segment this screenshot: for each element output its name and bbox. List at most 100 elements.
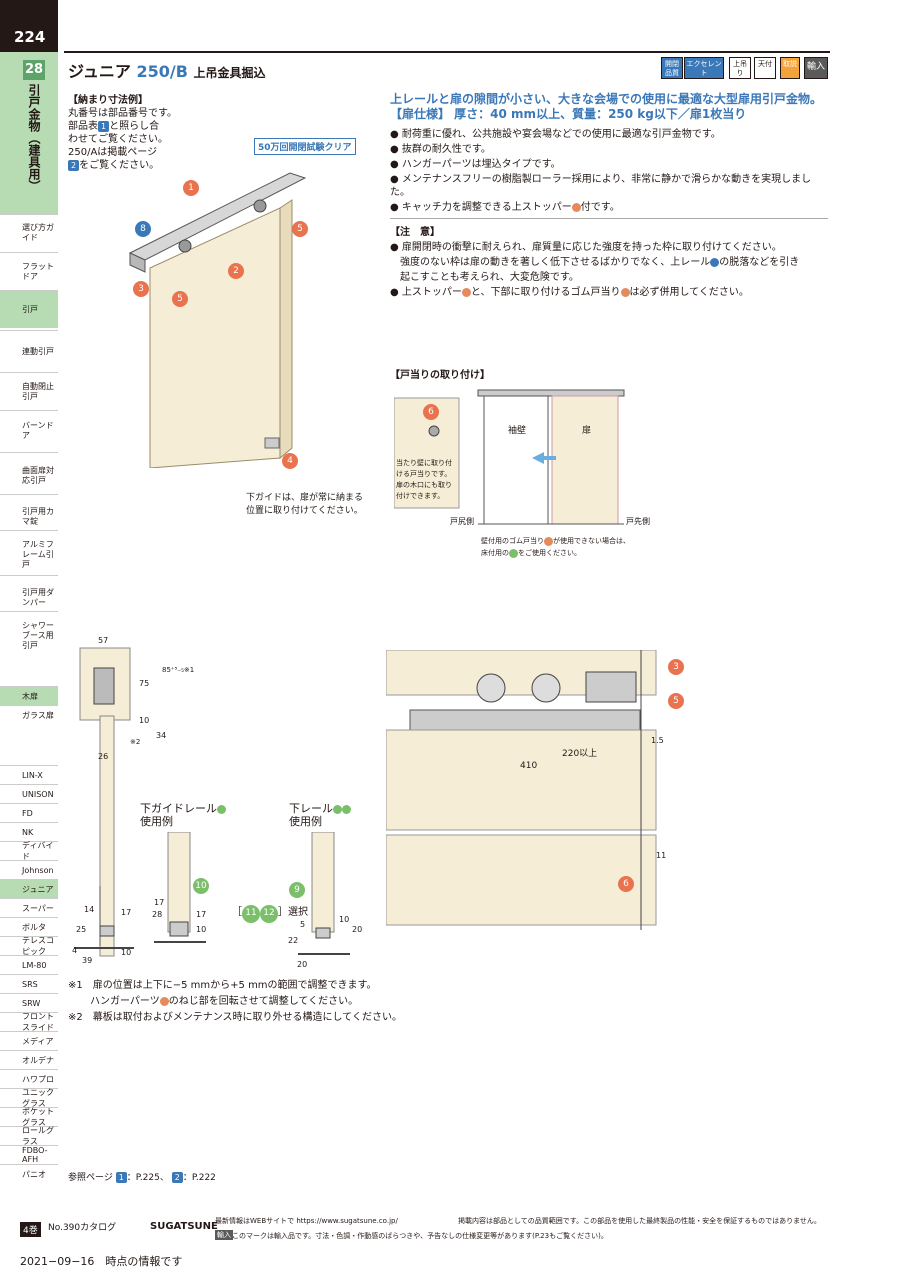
nav-top-10[interactable]: シャワーブース用引戸 bbox=[0, 611, 58, 659]
nav-series-2[interactable]: FD bbox=[0, 803, 58, 822]
lead-side-label: 戸先側 bbox=[626, 517, 650, 526]
feature-list: ● 耐荷重に優れ、公共施設や宴会場などでの使用に最適な引戸金物です。 ● 抜群の… bbox=[390, 129, 812, 213]
nav-top-4[interactable]: 自動閉止引戸 bbox=[0, 372, 58, 410]
footer-web[interactable]: 最新情報はWEBサイトで https://www.sugatsune.co.jp… bbox=[215, 1217, 398, 1225]
test-badge: 50万回開閉試験クリア bbox=[254, 138, 356, 155]
reference-pages: 参照ページ 1：P.225、 2：P.222 bbox=[68, 1172, 216, 1183]
nav-series-0[interactable]: LIN-X bbox=[0, 765, 58, 784]
nav-top-5[interactable]: バーンドア bbox=[0, 410, 58, 450]
nav-top-6[interactable]: 曲面扉対応引戸 bbox=[0, 452, 58, 498]
nav-series-18[interactable]: ポケットグラス bbox=[0, 1107, 58, 1127]
nav-series-4[interactable]: ディバイド bbox=[0, 841, 58, 861]
part-6-badge: 6 bbox=[423, 404, 439, 420]
lower-guide-drawing bbox=[154, 832, 206, 943]
import-note: このマークは輸入品です。寸法・色調・作動感のばらつきや、予告なしの仕様変更等があ… bbox=[232, 1232, 608, 1240]
top-hung-icon: 上吊り bbox=[729, 57, 751, 79]
chapter-block: 28 引戸金物（建具用） bbox=[0, 52, 58, 214]
nav-series-1[interactable]: UNISON bbox=[0, 784, 58, 803]
nav-top-2[interactable]: 引戸 bbox=[0, 290, 58, 328]
nav-series-9[interactable]: テレスコピック bbox=[0, 936, 58, 956]
nav-top-7[interactable]: 引戸用カマ錠 bbox=[0, 494, 58, 538]
footnotes: ※1 扉の位置は上下に−5 mmから+5 mmの範囲で調整できます。 ハンガーパ… bbox=[68, 980, 402, 1023]
part-4-badge: 4 bbox=[282, 453, 298, 469]
nav-top-8[interactable]: アルミフレーム引戸 bbox=[0, 530, 58, 578]
footer-disclaimer: 掲載内容は部品としての品質範囲です。この部品を使用した最終製品の性能・安全を保証… bbox=[458, 1217, 821, 1225]
nav-series-16[interactable]: ハワプロ bbox=[0, 1069, 58, 1088]
import-icon: 輸入 bbox=[804, 57, 828, 79]
nav-series-6[interactable]: ジュニア bbox=[0, 879, 58, 898]
tail-side-label: 戸尻側 bbox=[450, 517, 474, 526]
chapter-title: 引戸金物（建具用） bbox=[27, 84, 41, 192]
nav-series-14[interactable]: メディア bbox=[0, 1031, 58, 1050]
title-model: 250/B bbox=[136, 62, 188, 81]
nav-series-15[interactable]: オルデナ bbox=[0, 1050, 58, 1069]
part-8-badge: 8 bbox=[135, 221, 151, 237]
part-10-badge: 10 bbox=[193, 878, 209, 894]
section-drawing bbox=[74, 647, 134, 957]
catalog-number: No.390カタログ bbox=[48, 1223, 117, 1233]
title-sub: 上吊金具掘込 bbox=[193, 66, 266, 80]
nav-series-20[interactable]: FDBO-AFH bbox=[0, 1145, 58, 1164]
part-1-badge: 1 bbox=[183, 180, 199, 196]
ref-link-2[interactable]: 2 bbox=[171, 1172, 183, 1183]
spec-line: 【扉仕様】 厚さ：40 mm以上、質量：250 kg以下／扉1枚当り bbox=[390, 107, 747, 121]
wall-label: 袖壁 bbox=[508, 426, 527, 436]
ref-link-1[interactable]: 1 bbox=[115, 1172, 127, 1183]
chapter-number: 28 bbox=[23, 60, 45, 80]
part-5-badge: 5 bbox=[292, 221, 308, 237]
nav-top-0[interactable]: 選び方ガイド bbox=[0, 214, 58, 250]
guide-note: 下ガイドは、扉が常に納まる位置に取り付けてください。 bbox=[246, 493, 364, 516]
stop-note-bottom: 壁付用のゴム戸当りが使用できない場合は、 床付用のをご使用ください。 bbox=[481, 536, 630, 558]
nav-series-12[interactable]: SRW bbox=[0, 993, 58, 1012]
part-5c-badge: 5 bbox=[668, 693, 684, 709]
title-main: ジュニア bbox=[68, 62, 131, 81]
brand-logo: SUGATSUNE bbox=[150, 1221, 218, 1232]
lower-rail-drawing bbox=[298, 832, 350, 955]
page-number: 224 bbox=[0, 0, 58, 52]
part-2-badge: 2 bbox=[228, 263, 244, 279]
nav-series-5[interactable]: Johnson bbox=[0, 860, 58, 879]
quality-icon: 開閉品質 bbox=[661, 57, 683, 79]
sidebar: 224 28 引戸金物（建具用） 選び方ガイドフラットドア引戸連動引戸自動閉止引… bbox=[0, 0, 58, 1272]
nav-top-1[interactable]: フラットドア bbox=[0, 252, 58, 290]
nav-series-17[interactable]: ユニックグラス bbox=[0, 1088, 58, 1108]
ref-chip-1[interactable]: 1 bbox=[98, 121, 110, 132]
part-6b-badge: 6 bbox=[618, 876, 634, 892]
nav-series-8[interactable]: ボルタ bbox=[0, 917, 58, 936]
headline: 上レールと扉の隙間が小さい、大きな会場での使用に最適な大型扉用引戸金物。 bbox=[390, 92, 823, 106]
lower-rail-label: 下レール 使用例 bbox=[289, 802, 351, 828]
excellent-icon: エクセレント bbox=[684, 57, 724, 79]
nav-series-13[interactable]: フロントスライド bbox=[0, 1012, 58, 1032]
nav-series-3[interactable]: NK bbox=[0, 822, 58, 841]
door-assembly-illustration bbox=[128, 172, 307, 468]
page-title: ジュニア 250/B 上吊金具掘込 bbox=[68, 58, 266, 82]
part-9-badge: 9 bbox=[289, 882, 305, 898]
part-3-badge: 3 bbox=[133, 281, 149, 297]
front-elevation-drawing bbox=[386, 650, 657, 930]
nav-series-7[interactable]: スーパー bbox=[0, 898, 58, 917]
nav-top-3[interactable]: 連動引戸 bbox=[0, 330, 58, 372]
nav-series-19[interactable]: ロールグラス bbox=[0, 1126, 58, 1146]
nav-series-11[interactable]: SRS bbox=[0, 974, 58, 993]
stop-heading: 【戸当りの取り付け】 bbox=[390, 370, 490, 381]
door-label: 扉 bbox=[582, 426, 592, 436]
ref-chip-2[interactable]: 2 bbox=[68, 160, 80, 171]
nav-material-0[interactable]: 木扉 bbox=[0, 686, 58, 705]
part-5b-badge: 5 bbox=[172, 291, 188, 307]
volume-tag: 4巻 bbox=[20, 1222, 41, 1237]
lower-guide-label: 下ガイドレール 使用例 bbox=[140, 802, 226, 828]
manual-icon: 取説 bbox=[780, 57, 800, 79]
nav-material-1[interactable]: ガラス扉 bbox=[0, 705, 58, 724]
nav-top-9[interactable]: 引戸用ダンパー bbox=[0, 575, 58, 619]
stop-note-left: 当たり壁に取り付ける戸当りです。扉の木口にも取り付けできます。 bbox=[396, 459, 452, 500]
header-rule bbox=[64, 51, 830, 53]
ceiling-mount-icon: 天付 bbox=[754, 57, 776, 79]
part-3b-badge: 3 bbox=[668, 659, 684, 675]
caution-list: 【注 意】 ● 扉開閉時の衝撃に耐えられ、扉質量に応じた強度を持った枠に取り付け… bbox=[390, 227, 800, 298]
info-date: 2021−09−16 時点の情報です bbox=[20, 1255, 183, 1268]
nav-series-10[interactable]: LM-80 bbox=[0, 955, 58, 974]
nav-series-21[interactable]: パニオ bbox=[0, 1164, 58, 1183]
import-tag: 輸入 bbox=[215, 1230, 233, 1240]
